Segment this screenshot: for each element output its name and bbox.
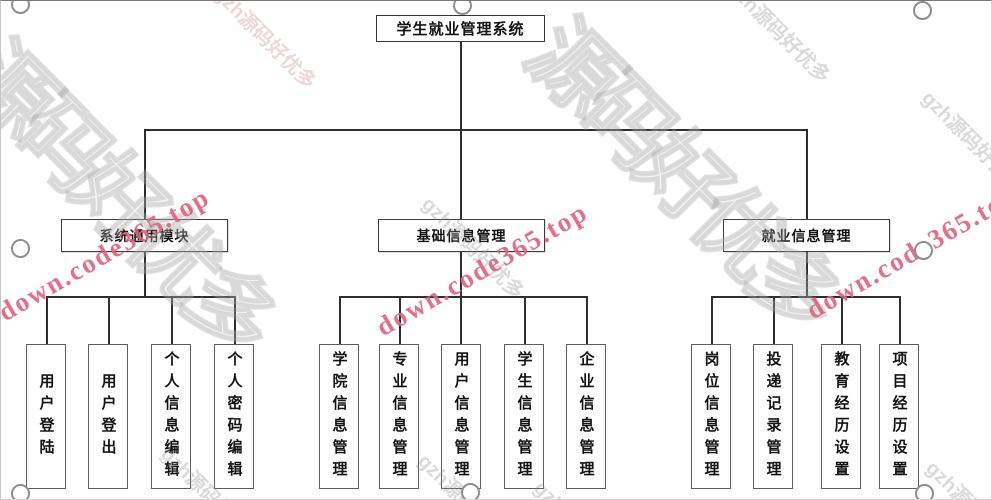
connector-line bbox=[234, 296, 236, 344]
leaf-label: 教育经历设置 bbox=[832, 350, 850, 483]
connector-line bbox=[841, 296, 843, 344]
connector-line bbox=[144, 129, 146, 219]
connector-line bbox=[806, 129, 808, 219]
branch-node-basic-info: 基础信息管理 bbox=[378, 219, 545, 252]
leaf-node-user-info: 用户信息管理 bbox=[441, 344, 481, 489]
connector-line bbox=[144, 252, 146, 296]
connector-line bbox=[399, 296, 401, 344]
connector-line bbox=[899, 296, 901, 344]
connector-line bbox=[773, 296, 775, 344]
leaf-label: 个人信息编辑 bbox=[162, 350, 180, 483]
branch-node-employment-info: 就业信息管理 bbox=[723, 219, 890, 252]
leaf-node-project-history: 项目经历设置 bbox=[879, 344, 919, 489]
leaf-label: 专业信息管理 bbox=[390, 350, 408, 483]
leaf-node-major-info: 专业信息管理 bbox=[379, 344, 419, 489]
branch-node-system-common: 系统通用模块 bbox=[61, 219, 228, 252]
connector-line bbox=[144, 129, 808, 131]
connector-line bbox=[806, 252, 808, 296]
connector-line bbox=[171, 296, 173, 344]
leaf-label: 岗位信息管理 bbox=[702, 350, 720, 483]
connector-line bbox=[586, 296, 588, 344]
leaf-node-profile-edit: 个人信息编辑 bbox=[151, 344, 191, 489]
leaf-node-user-login: 用户登陆 bbox=[26, 344, 66, 489]
connector-line bbox=[711, 296, 899, 298]
leaf-label: 用户登陆 bbox=[37, 372, 55, 461]
connector-line bbox=[339, 296, 586, 298]
connector-line bbox=[339, 296, 341, 344]
leaf-node-college-info: 学院信息管理 bbox=[319, 344, 359, 489]
connector-line bbox=[460, 252, 462, 296]
branch-label: 就业信息管理 bbox=[761, 227, 852, 244]
leaf-node-job-info: 岗位信息管理 bbox=[691, 344, 731, 489]
branch-label: 系统通用模块 bbox=[99, 227, 190, 244]
connector-line bbox=[524, 296, 526, 344]
leaf-node-application-record: 投递记录管理 bbox=[753, 344, 793, 489]
leaf-label: 项目经历设置 bbox=[890, 350, 908, 483]
connector-line bbox=[460, 296, 462, 344]
connector-line bbox=[46, 296, 234, 298]
leaf-label: 个人密码编辑 bbox=[225, 350, 243, 483]
leaf-node-user-logout: 用户登出 bbox=[88, 344, 128, 489]
leaf-node-password-edit: 个人密码编辑 bbox=[214, 344, 254, 489]
leaf-node-education-history: 教育经历设置 bbox=[821, 344, 861, 489]
leaf-label: 用户信息管理 bbox=[452, 350, 470, 483]
branch-label: 基础信息管理 bbox=[416, 227, 507, 244]
leaf-label: 用户登出 bbox=[99, 372, 117, 461]
connector-line bbox=[108, 296, 110, 344]
connector-line bbox=[711, 296, 713, 344]
connector-line bbox=[46, 296, 48, 344]
leaf-node-enterprise-info: 企业信息管理 bbox=[566, 344, 606, 489]
root-node: 学生就业管理系统 bbox=[376, 15, 545, 42]
leaf-label: 企业信息管理 bbox=[577, 350, 595, 483]
connector-line bbox=[460, 42, 462, 129]
connector-line bbox=[460, 129, 462, 219]
root-label: 学生就业管理系统 bbox=[396, 21, 525, 38]
leaf-label: 学院信息管理 bbox=[330, 350, 348, 483]
leaf-label: 学生信息管理 bbox=[515, 350, 533, 483]
leaf-label: 投递记录管理 bbox=[764, 350, 782, 483]
leaf-node-student-info: 学生信息管理 bbox=[504, 344, 544, 489]
